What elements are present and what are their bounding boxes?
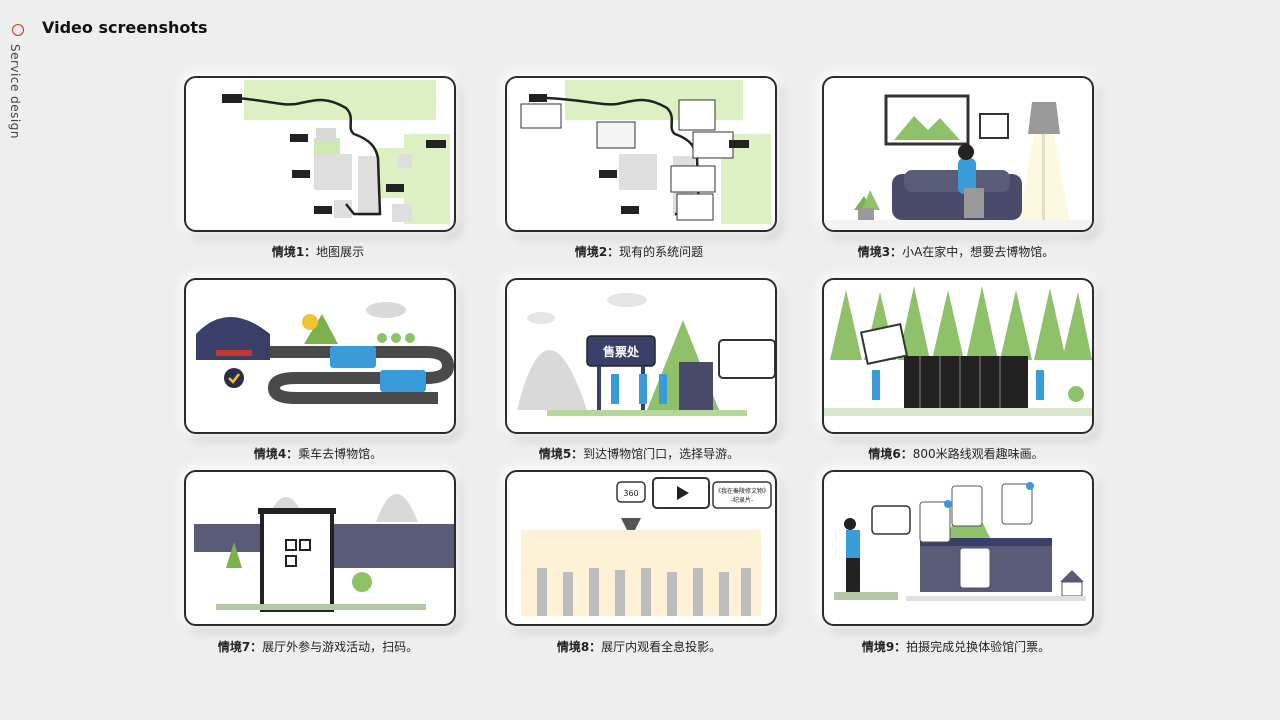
bullet-circle-icon — [12, 24, 24, 36]
play-icon — [677, 486, 689, 500]
scene-8-caption: 情境8：展厅内观看全息投影。 — [556, 640, 722, 654]
bus-illustration — [196, 302, 454, 404]
scene-3-image — [822, 76, 1094, 232]
ticket-exchange-illustration — [834, 482, 1086, 601]
map-sketch-illustration — [520, 80, 771, 224]
scene-7-caption: 情境7：展厅外参与游戏活动，扫码。 — [217, 640, 419, 654]
scene-2-caption: 情境2：现有的系统问题 — [574, 245, 704, 259]
vr-360-label: 360 — [623, 489, 638, 498]
scene-1-image — [184, 76, 456, 232]
forest-route-illustration — [824, 286, 1092, 416]
scene-1-caption: 情境1：地图展示 — [271, 245, 365, 259]
scene-4-caption: 情境4：乘车去博物馆。 — [253, 447, 383, 461]
scene-6-image — [822, 278, 1094, 434]
ticket-office-illustration: 售票处 — [517, 293, 775, 416]
documentary-title: 《我在秦陵修文物》 — [715, 487, 769, 495]
home-illustration — [824, 94, 1092, 230]
hologram-illustration: 360 《我在秦陵修文物》 -纪录片- — [521, 477, 772, 616]
qr-scan-illustration — [194, 494, 454, 612]
scene-2-image — [505, 76, 777, 232]
scene-9-caption: 情境9：拍摄完成兑换体验馆门票。 — [861, 640, 1051, 654]
scene-6-caption: 情境6：800米路线观看趣味画。 — [868, 447, 1044, 461]
scene-4-image — [184, 278, 456, 434]
scene-9-image — [822, 470, 1094, 626]
ticket-office-sign: 售票处 — [603, 344, 640, 359]
documentary-subtitle: -纪录片- — [731, 496, 753, 504]
scene-5-image: 售票处 — [505, 278, 777, 434]
map-illustration — [222, 80, 450, 224]
page-title: Video screenshots — [42, 18, 208, 37]
side-label: Service design — [8, 44, 22, 139]
scene-8-image: 360 《我在秦陵修文物》 -纪录片- — [505, 470, 777, 626]
scene-5-caption: 情境5：到达博物馆门口，选择导游。 — [538, 447, 740, 461]
scene-7-image — [184, 470, 456, 626]
scene-3-caption: 情境3：小A在家中，想要去博物馆。 — [857, 245, 1055, 259]
